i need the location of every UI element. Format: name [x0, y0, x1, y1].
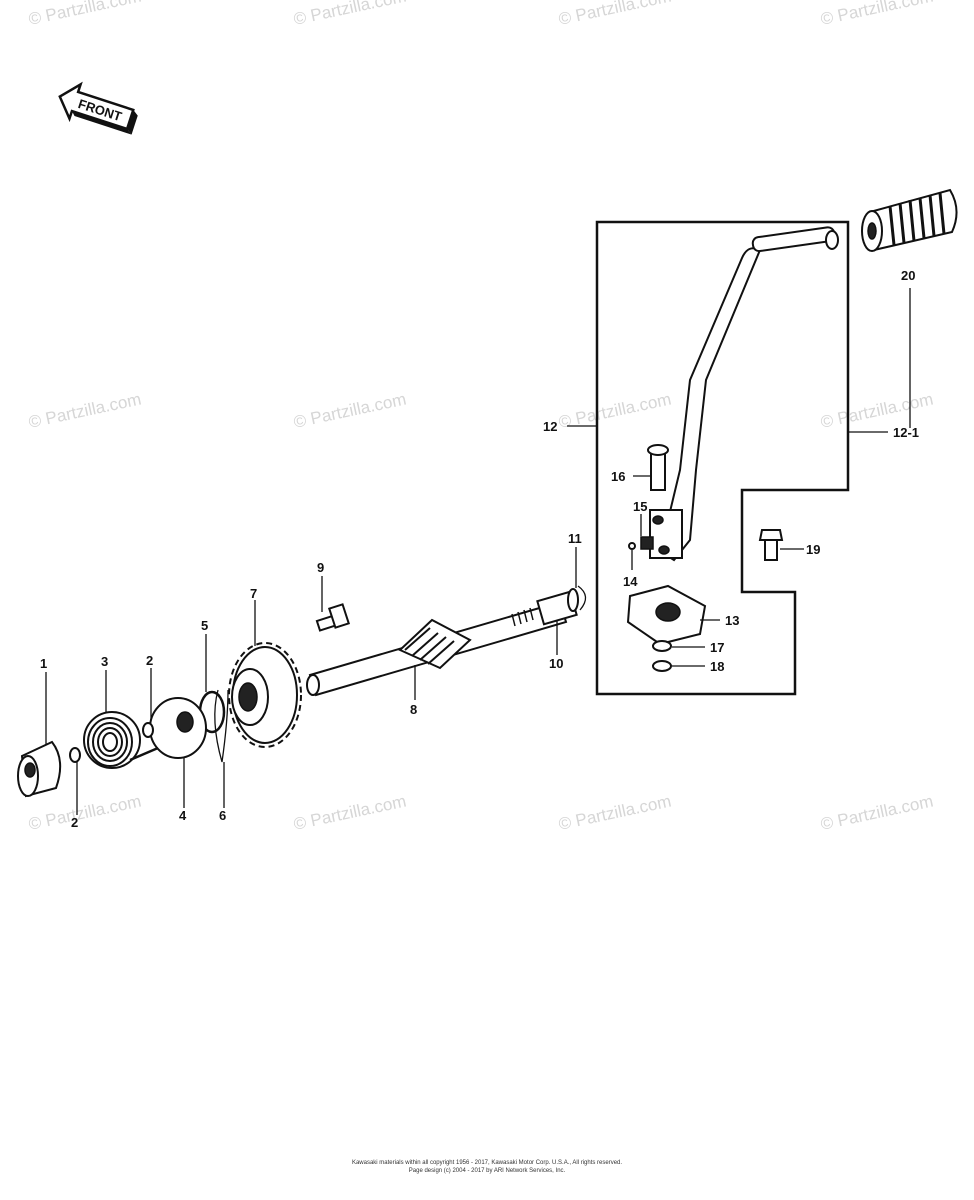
leader-lines [45, 288, 911, 815]
watermark: © Partzilla.com [819, 792, 935, 834]
callout-8: 8 [410, 702, 417, 717]
callout-13: 13 [725, 613, 739, 628]
kickstarter-shaft [306, 600, 568, 697]
kick-gear [228, 642, 302, 748]
callout-2: 2 [146, 653, 153, 668]
circlip [652, 660, 672, 672]
watermark: © Partzilla.com [819, 0, 935, 29]
callout-4: 4 [179, 808, 187, 823]
callout-9: 9 [317, 560, 324, 575]
callout-19: 19 [806, 542, 820, 557]
kick-pedal-arm [649, 226, 839, 562]
watermark: © Partzilla.com [27, 792, 143, 834]
callout-1: 1 [40, 656, 47, 671]
shaft-collar [536, 588, 579, 626]
callout-6: 6 [219, 808, 226, 823]
return-spring [83, 711, 159, 769]
callout-20: 20 [901, 268, 915, 283]
pedal-clamp [626, 584, 707, 646]
callout-11: 11 [568, 531, 582, 546]
clamp-bolt [758, 529, 784, 561]
washer [69, 747, 81, 763]
callout-18: 18 [710, 659, 724, 674]
callout-labels: 1 2 3 2 4 5 6 7 9 8 10 11 12 12-1 20 16 … [40, 268, 919, 830]
callout-12-1: 12-1 [893, 425, 919, 440]
detent-spring-and-ball [628, 536, 654, 550]
callout-5: 5 [201, 618, 208, 633]
callout-12: 12 [543, 419, 557, 434]
washer [142, 722, 154, 738]
callout-3: 3 [101, 654, 108, 669]
watermark: © Partzilla.com [292, 390, 408, 432]
callout-10: 10 [549, 656, 563, 671]
watermark: © Partzilla.com [27, 0, 143, 29]
shaft-circlip [577, 585, 587, 611]
watermark: © Partzilla.com [27, 390, 143, 432]
washer [652, 640, 672, 652]
watermark: © Partzilla.com [557, 0, 673, 29]
front-arrow-icon: FRONT [58, 81, 138, 135]
watermark: © Partzilla.com [292, 792, 408, 834]
watermark: © Partzilla.com [557, 792, 673, 834]
copyright-line-2: Page design (c) 2004 - 2017 by ARI Netwo… [408, 1168, 566, 1174]
kick-pedal-rubber-grip [861, 188, 958, 252]
kick-pedal-assembly-frame [595, 220, 850, 696]
callout-15: 15 [633, 499, 647, 514]
copyright-line-1: Kawasaki materials within all copyright … [351, 1160, 623, 1166]
spring-cap [17, 740, 62, 798]
callout-16: 16 [611, 469, 625, 484]
callout-17: 17 [710, 640, 724, 655]
pivot-pin [647, 444, 669, 491]
watermark: © Partzilla.com [292, 0, 408, 29]
callout-2: 2 [71, 815, 78, 830]
callout-7: 7 [250, 586, 257, 601]
callout-14: 14 [623, 574, 638, 589]
guide-bolt [315, 603, 351, 632]
